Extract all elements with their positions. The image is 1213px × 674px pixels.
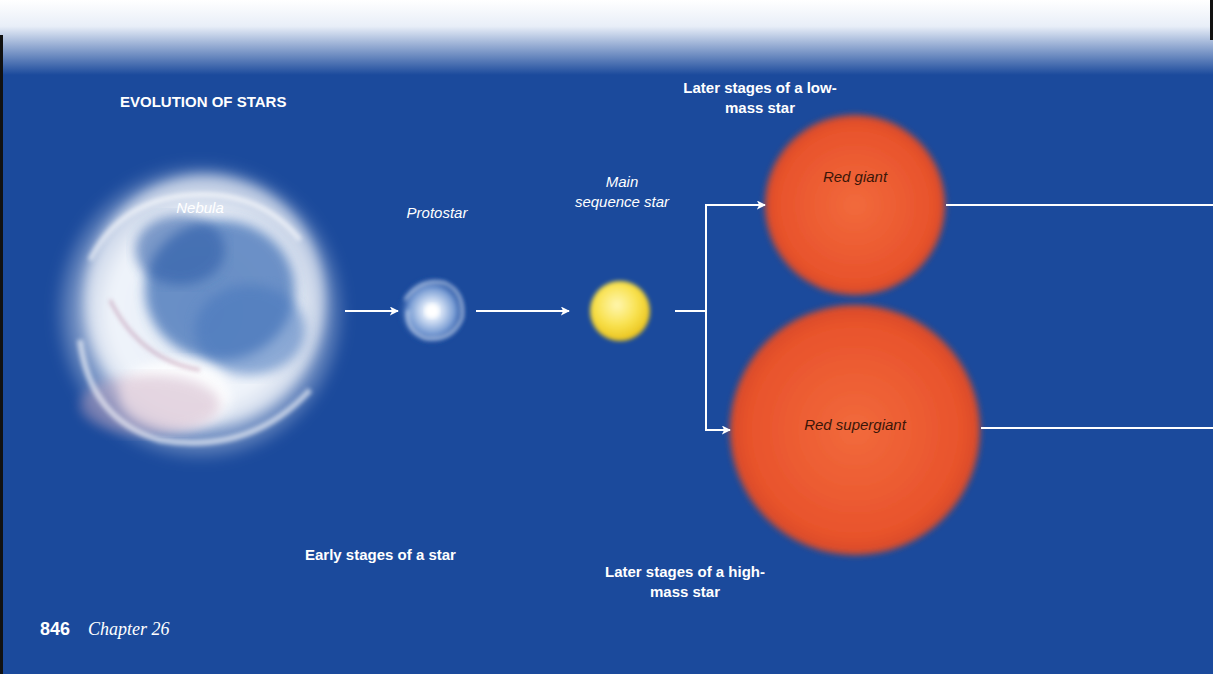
red-supergiant-node: Red supergiant (730, 305, 980, 555)
protostar-node: Protostar (398, 195, 476, 345)
stage-name: Protostar (398, 203, 476, 223)
chapter-name: Chapter 26 (88, 617, 170, 641)
high-mass-heading: Later stages of a high-mass star (600, 562, 770, 602)
page-number: 846 (40, 617, 70, 641)
stage-arrow (675, 311, 730, 430)
red-giant-node: Red giant (765, 115, 945, 295)
low-mass-heading: Later stages of a low-mass star (675, 78, 845, 118)
stage-name: Nebula (55, 198, 345, 218)
main-sequence-star-node: Main sequence star (569, 160, 675, 345)
stage-arrow (476, 310, 569, 312)
stage-arrow (345, 310, 398, 312)
stage-arrow (675, 205, 765, 311)
stage-name: Red supergiant (730, 415, 980, 435)
stage-name: Red giant (765, 167, 945, 187)
early-stages-heading: Early stages of a star (305, 545, 456, 565)
nebula-node: Nebula (55, 160, 345, 465)
diagram-title: EVOLUTION OF STARS (120, 92, 286, 112)
stage-name: Main sequence star (573, 172, 671, 212)
